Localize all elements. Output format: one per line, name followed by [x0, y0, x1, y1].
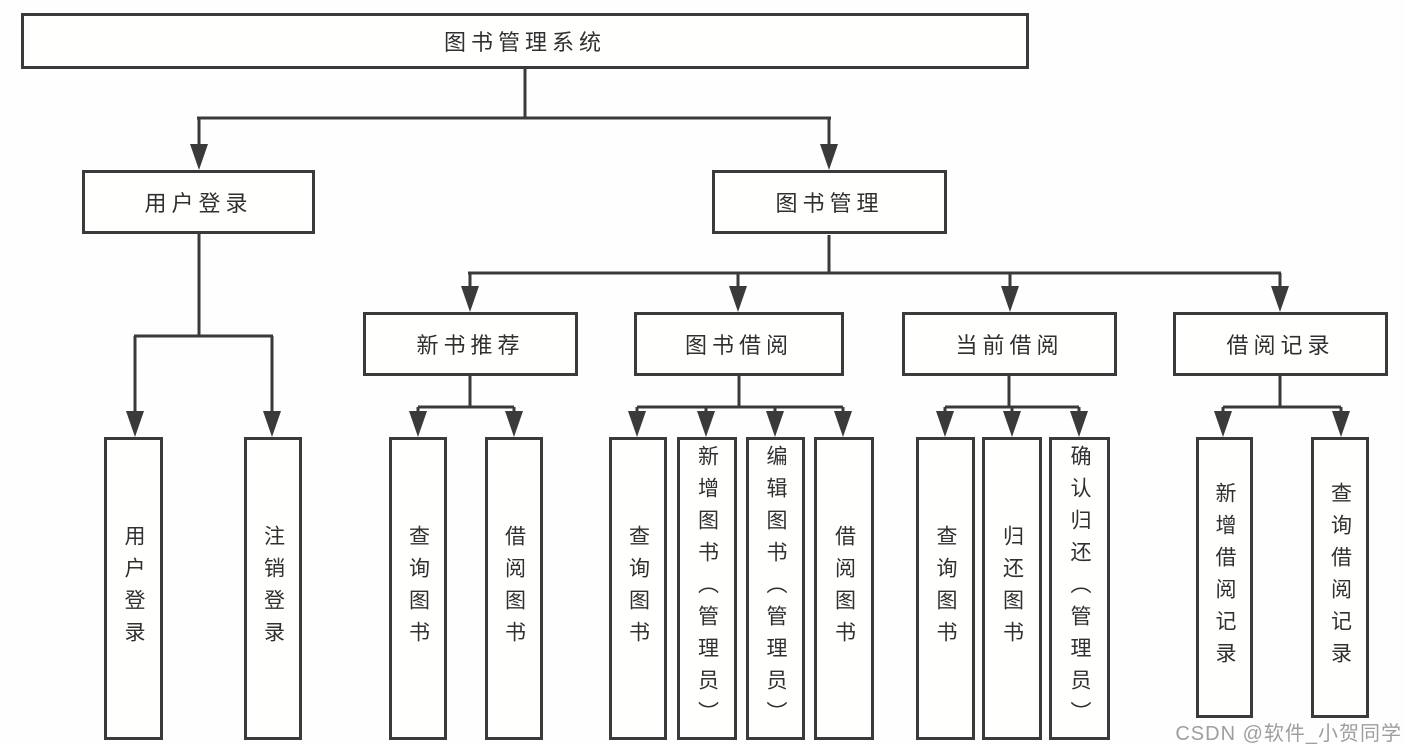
- node-borrow-records-label: 借阅记录: [1226, 333, 1335, 358]
- node-book-management-label: 图书管理: [775, 191, 884, 216]
- leaf-logout-label: 注销登录: [261, 524, 285, 653]
- node-root: 图书管理系统: [21, 13, 1029, 69]
- leaf-add-borrow-record-label: 新增借阅记录: [1213, 481, 1237, 674]
- leaf-borrow-add-book-label: 新增图书（管理员）: [695, 444, 719, 733]
- leaf-borrow-query: 查询图书: [609, 437, 667, 740]
- leaf-newbook-borrow-label: 借阅图书: [502, 524, 526, 653]
- node-new-book-recommend: 新书推荐: [363, 312, 578, 376]
- node-root-label: 图书管理系统: [443, 30, 606, 55]
- leaf-query-borrow-record: 查询借阅记录: [1311, 437, 1369, 718]
- leaf-return-book: 归还图书: [982, 437, 1042, 740]
- leaf-confirm-return-label: 确认归还（管理员）: [1068, 444, 1092, 733]
- node-book-borrow-label: 图书借阅: [684, 333, 793, 358]
- leaf-borrow-edit-book: 编辑图书（管理员）: [746, 437, 805, 740]
- leaf-confirm-return: 确认归还（管理员）: [1049, 437, 1110, 740]
- node-borrow-records: 借阅记录: [1173, 312, 1388, 376]
- leaf-borrow-book: 借阅图书: [814, 437, 874, 740]
- csdn-watermark: CSDN @软件_小贺同学: [1175, 723, 1402, 745]
- leaf-query-borrow-record-label: 查询借阅记录: [1328, 481, 1352, 674]
- leaf-current-query: 查询图书: [916, 437, 975, 740]
- leaf-newbook-query-label: 查询图书: [406, 524, 430, 653]
- leaf-user-login: 用户登录: [104, 437, 163, 740]
- leaf-logout: 注销登录: [244, 437, 302, 740]
- node-current-borrow: 当前借阅: [902, 312, 1117, 376]
- node-user-login-label: 用户登录: [144, 191, 253, 216]
- leaf-borrow-edit-book-label: 编辑图书（管理员）: [764, 444, 788, 733]
- leaf-return-book-label: 归还图书: [1000, 524, 1024, 653]
- leaf-borrow-add-book: 新增图书（管理员）: [677, 437, 737, 740]
- node-book-management: 图书管理: [712, 170, 947, 234]
- leaf-newbook-borrow: 借阅图书: [485, 437, 543, 740]
- leaf-borrow-book-label: 借阅图书: [832, 524, 856, 653]
- leaf-borrow-query-label: 查询图书: [626, 524, 650, 653]
- node-user-login: 用户登录: [82, 170, 315, 234]
- leaf-current-query-label: 查询图书: [934, 524, 958, 653]
- node-book-borrow: 图书借阅: [634, 312, 844, 376]
- leaf-newbook-query: 查询图书: [389, 437, 447, 740]
- leaf-user-login-label: 用户登录: [122, 524, 146, 653]
- leaf-add-borrow-record: 新增借阅记录: [1196, 437, 1253, 718]
- node-new-book-recommend-label: 新书推荐: [416, 333, 525, 358]
- node-current-borrow-label: 当前借阅: [955, 333, 1064, 358]
